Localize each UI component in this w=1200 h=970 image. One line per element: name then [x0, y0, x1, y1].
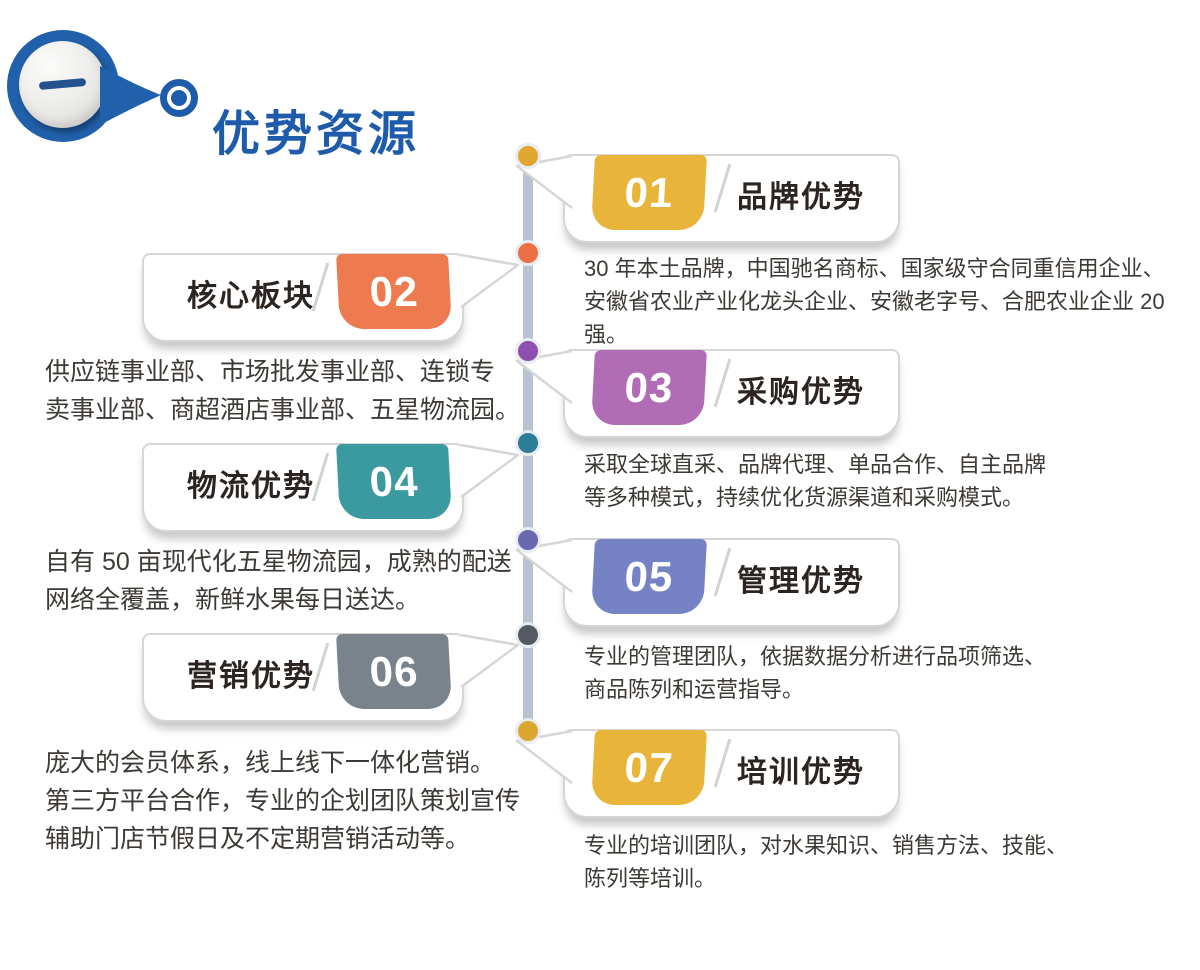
bullseye-icon: [160, 79, 198, 117]
timeline-dot: [515, 718, 541, 744]
milestone-card: 04 物流优势: [137, 443, 520, 538]
milestone-card: 06 营销优势: [137, 633, 520, 728]
section-number-inner-circle: [19, 41, 106, 128]
divider-slash: [713, 358, 732, 408]
timeline-dot: [515, 338, 541, 364]
milestone-card: 07 培训优势: [515, 729, 905, 824]
card-title: 物流优势: [187, 469, 315, 503]
page-title: 优势资源: [212, 108, 421, 162]
timeline-dot: [515, 143, 541, 169]
number-badge: 03: [591, 350, 707, 425]
chinese-one-stroke: [38, 77, 87, 91]
card-description: 专业的管理团队，依据数据分析进行品项筛选、 商品陈列和运营指导。: [584, 644, 1047, 702]
card-title: 管理优势: [737, 564, 865, 598]
card-tail-icon: [515, 729, 573, 784]
milestone-card: 03 采购优势: [515, 349, 905, 444]
card-description: 采取全球直采、品牌代理、单品合作、自主品牌 等多种模式，持续优化货源渠道和采购模…: [584, 452, 1047, 510]
card-title: 营销优势: [187, 659, 315, 693]
number-badge: 06: [336, 634, 452, 709]
timeline-dot: [515, 622, 541, 648]
divider-slash: [713, 547, 732, 597]
card-tail-icon: [515, 154, 573, 209]
card-description: 30 年本土品牌，中国驰名商标、国家级守合同重信用企业、 安徽省农业产业化龙头企…: [584, 256, 1165, 347]
card-tail-icon: [460, 443, 520, 499]
number-badge: 04: [336, 444, 452, 519]
divider-slash: [713, 738, 732, 788]
milestone-card: 05 管理优势: [515, 538, 905, 633]
timeline-dot: [515, 527, 541, 553]
number-badge: 01: [591, 155, 707, 230]
number-badge: 05: [591, 539, 707, 614]
card-title: 品牌优势: [737, 180, 865, 214]
card-tail-icon: [515, 538, 573, 593]
milestone-card: 01 品牌优势: [515, 154, 905, 249]
card-title: 核心板块: [187, 279, 315, 313]
card-tail-icon: [460, 633, 520, 689]
bullseye-dot-icon: [171, 90, 187, 106]
timeline-dot: [515, 430, 541, 456]
divider-slash: [713, 163, 732, 213]
card-description: 供应链事业部、市场批发事业部、连锁专 卖事业部、商超酒店事业部、五星物流园。: [45, 358, 521, 424]
number-badge: 02: [336, 254, 452, 329]
card-title: 采购优势: [737, 375, 865, 409]
card-description: 庞大的会员体系，线上线下一体化营销。 第三方平台合作，专业的企划团队策划宣传 辅…: [45, 749, 521, 853]
timeline-dot: [515, 240, 541, 266]
card-tail-icon: [515, 349, 573, 404]
card-description: 专业的培训团队，对水果知识、销售方法、技能、 陈列等培训。: [584, 833, 1069, 891]
milestone-card: 02 核心板块: [137, 253, 520, 348]
card-title: 培训优势: [737, 755, 865, 789]
card-description: 自有 50 亩现代化五星物流园，成熟的配送 网络全覆盖，新鲜水果每日送达。: [45, 548, 512, 614]
number-badge: 07: [591, 730, 707, 805]
speech-tail-icon: [100, 66, 161, 125]
card-tail-icon: [460, 253, 520, 309]
